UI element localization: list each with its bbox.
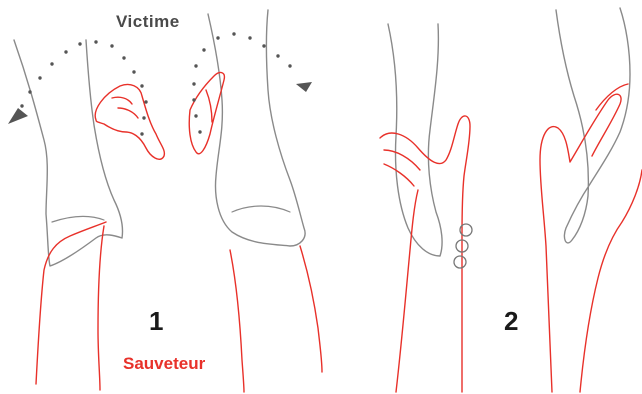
victim-label: Victime: [116, 12, 180, 32]
victim-right-arm-inner: [232, 206, 290, 212]
victim-left-arm: [14, 40, 123, 266]
step-1-number: 1: [149, 306, 163, 337]
victim-arm-step2-right: [556, 8, 630, 243]
rescuer-arm-step2-right: [540, 84, 642, 392]
victim-left-arm-inner: [52, 216, 104, 222]
rescuer-hand-step2: [380, 116, 470, 392]
rescuer-left-hand: [36, 222, 106, 390]
rescuer-right-hand: [230, 246, 322, 392]
victim-right-arm: [208, 10, 305, 246]
rescuer-left-fingers: [95, 84, 164, 159]
motion-arrow-right: [192, 32, 312, 133]
rescuer-fingers-step2: [384, 150, 420, 186]
pressure-marks: [454, 224, 472, 268]
rescuer-label: Sauveteur: [123, 354, 205, 374]
step-2-number: 2: [504, 306, 518, 337]
victim-arm-step2-left: [388, 24, 442, 256]
